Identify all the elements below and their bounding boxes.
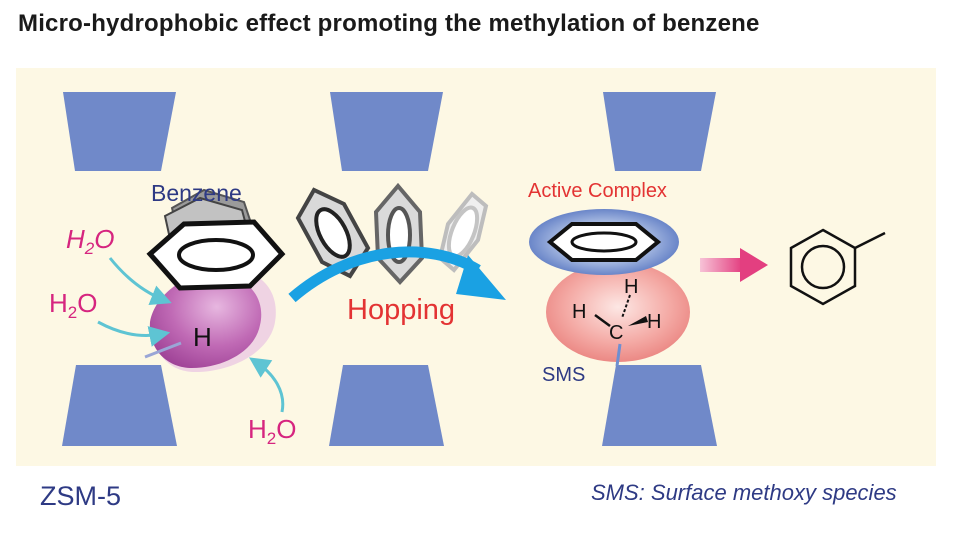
methyl-group <box>594 294 648 367</box>
water-label-1: H2O <box>66 224 114 258</box>
sms-definition: SMS: Surface methoxy species <box>591 480 897 505</box>
methyl-h-right: H <box>647 311 661 333</box>
active-complex-label: Active Complex <box>528 180 667 202</box>
proton-cloud <box>144 268 276 372</box>
water-arrow-1 <box>108 257 172 306</box>
proton-label: H <box>193 322 212 352</box>
hopping-arrow <box>288 246 506 303</box>
hopping-label: Hopping <box>347 294 455 326</box>
methyl-c: C <box>609 322 623 344</box>
water-arrow-3 <box>249 357 285 413</box>
methyl-h-left: H <box>572 301 586 323</box>
zeolite-wall-bottom-middle <box>329 365 444 446</box>
water-arrow-2 <box>97 320 171 347</box>
methyl-h-top: H <box>624 276 638 298</box>
active-benzene-ring <box>546 222 662 262</box>
zeolite-wall-top-middle <box>330 92 443 171</box>
reaction-arrow <box>700 248 768 282</box>
water-label-3: H2O <box>248 414 296 448</box>
benzene-stack <box>146 188 286 291</box>
toluene-structure <box>789 228 886 306</box>
zeolite-wall-top-left <box>63 92 176 171</box>
hopping-benzene-1 <box>295 187 371 279</box>
zeolite-wall-top-right <box>603 92 716 171</box>
zsm-5-label: ZSM-5 <box>40 481 121 511</box>
zeolite-wall-bottom-left <box>62 365 177 446</box>
benzene-label: Benzene <box>151 180 242 206</box>
sms-label: SMS <box>542 364 585 386</box>
hopping-benzene-2 <box>373 182 425 285</box>
hopping-benzene-3 <box>437 191 489 273</box>
water-label-2: H2O <box>49 288 97 322</box>
diagram-title: Micro-hydrophobic effect promoting the m… <box>18 10 760 37</box>
zeolite-wall-bottom-right <box>602 365 717 446</box>
methoxy-halo <box>546 262 690 362</box>
